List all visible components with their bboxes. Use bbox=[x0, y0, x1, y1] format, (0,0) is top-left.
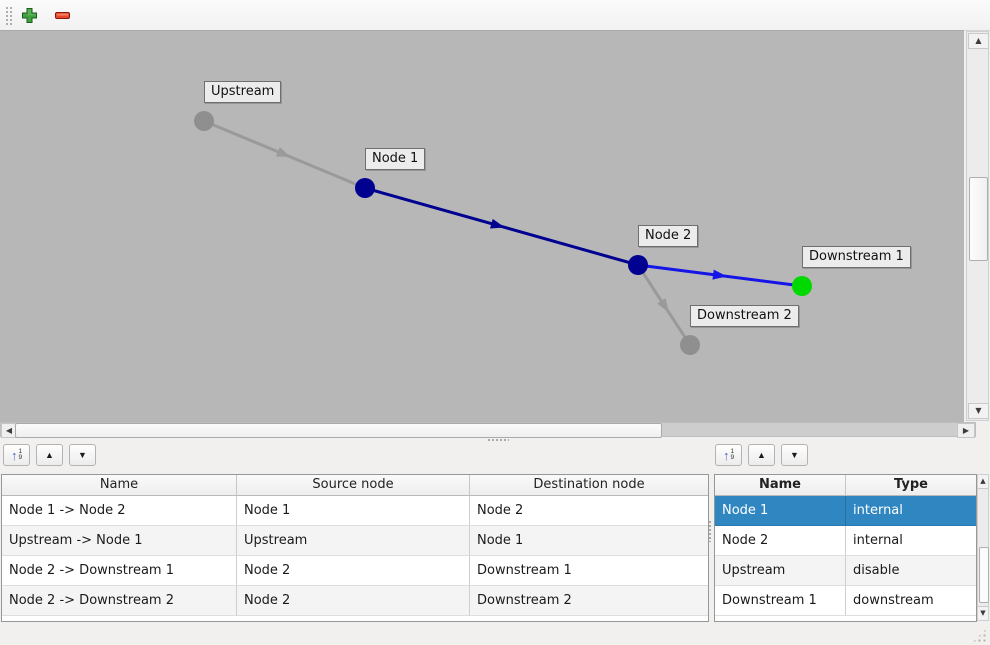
node-row-cell[interactable]: internal bbox=[846, 496, 976, 526]
graph-edge-arrow-icon bbox=[657, 298, 669, 313]
graph-node[interactable] bbox=[194, 111, 214, 131]
link-row-cell[interactable]: Downstream 2 bbox=[470, 586, 708, 616]
toolbar-drag-handle-icon[interactable] bbox=[5, 6, 13, 25]
window-resize-grip-icon[interactable] bbox=[972, 628, 987, 643]
link-row-cell[interactable]: Node 1 bbox=[237, 496, 470, 526]
node-row-cell[interactable]: Downstream 1 bbox=[715, 586, 846, 616]
links-move-down-button[interactable]: ▼ bbox=[69, 444, 96, 466]
canvas-vscrollbar[interactable]: ▲ ▼ bbox=[966, 31, 989, 421]
arrow-down-icon: ▼ bbox=[790, 449, 799, 460]
link-row-cell[interactable]: Node 2 bbox=[470, 496, 708, 526]
node-label[interactable]: Downstream 1 bbox=[802, 246, 911, 268]
node-row-cell[interactable]: internal bbox=[846, 526, 976, 556]
links-col-name[interactable]: Name bbox=[2, 475, 237, 496]
nodes-table: Name Type Node 1 internal Node 2 interna… bbox=[714, 474, 977, 622]
link-row-cell[interactable]: Node 2 -> Downstream 1 bbox=[2, 556, 237, 586]
graph-node[interactable] bbox=[355, 178, 375, 198]
scroll-up-icon[interactable]: ▲ bbox=[968, 33, 989, 49]
arrow-down-icon: ▼ bbox=[78, 449, 87, 460]
vscroll-thumb[interactable] bbox=[969, 177, 988, 261]
node-label[interactable]: Node 2 bbox=[638, 225, 699, 247]
scroll-right-icon[interactable]: ▶ bbox=[957, 423, 975, 438]
link-row-cell[interactable]: Node 2 bbox=[237, 586, 470, 616]
hscroll-thumb[interactable] bbox=[15, 423, 662, 438]
splitter-grip-icon bbox=[487, 438, 509, 442]
nodes-table-vscrollbar[interactable]: ▲ ▼ bbox=[977, 474, 989, 621]
add-button[interactable] bbox=[18, 5, 40, 26]
graph-edge-arrow-icon bbox=[275, 147, 291, 158]
nodes-move-down-button[interactable]: ▼ bbox=[781, 444, 808, 466]
node-row-cell[interactable]: downstream bbox=[846, 586, 976, 616]
table-empty-area[interactable] bbox=[715, 616, 976, 621]
horizontal-pane-splitter[interactable] bbox=[0, 437, 990, 443]
canvas-hscrollbar[interactable]: ◀ ▶ bbox=[0, 422, 976, 438]
vertical-panel-splitter[interactable] bbox=[708, 520, 713, 542]
link-row-cell[interactable]: Upstream bbox=[237, 526, 470, 556]
node-label[interactable]: Upstream bbox=[204, 81, 282, 103]
graph-svg bbox=[194, 111, 812, 355]
links-col-destination[interactable]: Destination node bbox=[470, 475, 708, 496]
node-label[interactable]: Downstream 2 bbox=[690, 305, 799, 327]
node-row-cell[interactable]: disable bbox=[846, 556, 976, 586]
scroll-down-icon[interactable]: ▼ bbox=[968, 403, 989, 419]
node-row-cell[interactable]: Node 2 bbox=[715, 526, 846, 556]
main-toolbar bbox=[0, 0, 990, 31]
link-row-cell[interactable]: Downstream 1 bbox=[470, 556, 708, 586]
nodes-move-up-button[interactable]: ▲ bbox=[748, 444, 775, 466]
graph-node[interactable] bbox=[792, 276, 812, 296]
link-row-cell[interactable]: Node 1 -> Node 2 bbox=[2, 496, 237, 526]
node-row-cell[interactable]: Node 1 bbox=[715, 496, 846, 526]
links-col-source[interactable]: Source node bbox=[237, 475, 470, 496]
scroll-up-icon[interactable]: ▲ bbox=[978, 475, 988, 489]
scroll-left-icon[interactable]: ◀ bbox=[1, 423, 17, 438]
minus-icon bbox=[54, 12, 70, 19]
link-row-cell[interactable]: Node 1 bbox=[470, 526, 708, 556]
table-empty-area[interactable] bbox=[2, 616, 708, 621]
arrow-up-icon: ▲ bbox=[757, 449, 766, 460]
plus-icon bbox=[21, 8, 37, 23]
nodes-scroll-thumb[interactable] bbox=[979, 547, 989, 603]
graph-edge-arrow-icon bbox=[490, 218, 505, 229]
link-row-cell[interactable]: Upstream -> Node 1 bbox=[2, 526, 237, 556]
arrow-up-icon: ▲ bbox=[45, 449, 54, 460]
remove-button[interactable] bbox=[51, 5, 73, 26]
node-label[interactable]: Node 1 bbox=[365, 148, 426, 170]
links-table: Name Source node Destination node Node 1… bbox=[1, 474, 709, 622]
nodes-col-name[interactable]: Name bbox=[715, 475, 846, 496]
graph-node[interactable] bbox=[680, 335, 700, 355]
link-row-cell[interactable]: Node 2 -> Downstream 2 bbox=[2, 586, 237, 616]
graph-edge-arrow-icon bbox=[712, 269, 727, 280]
link-row-cell[interactable]: Node 2 bbox=[237, 556, 470, 586]
nodes-col-type[interactable]: Type bbox=[846, 475, 976, 496]
node-row-cell[interactable]: Upstream bbox=[715, 556, 846, 586]
scroll-down-icon[interactable]: ▼ bbox=[978, 606, 988, 620]
graph-node[interactable] bbox=[628, 255, 648, 275]
links-move-up-button[interactable]: ▲ bbox=[36, 444, 63, 466]
